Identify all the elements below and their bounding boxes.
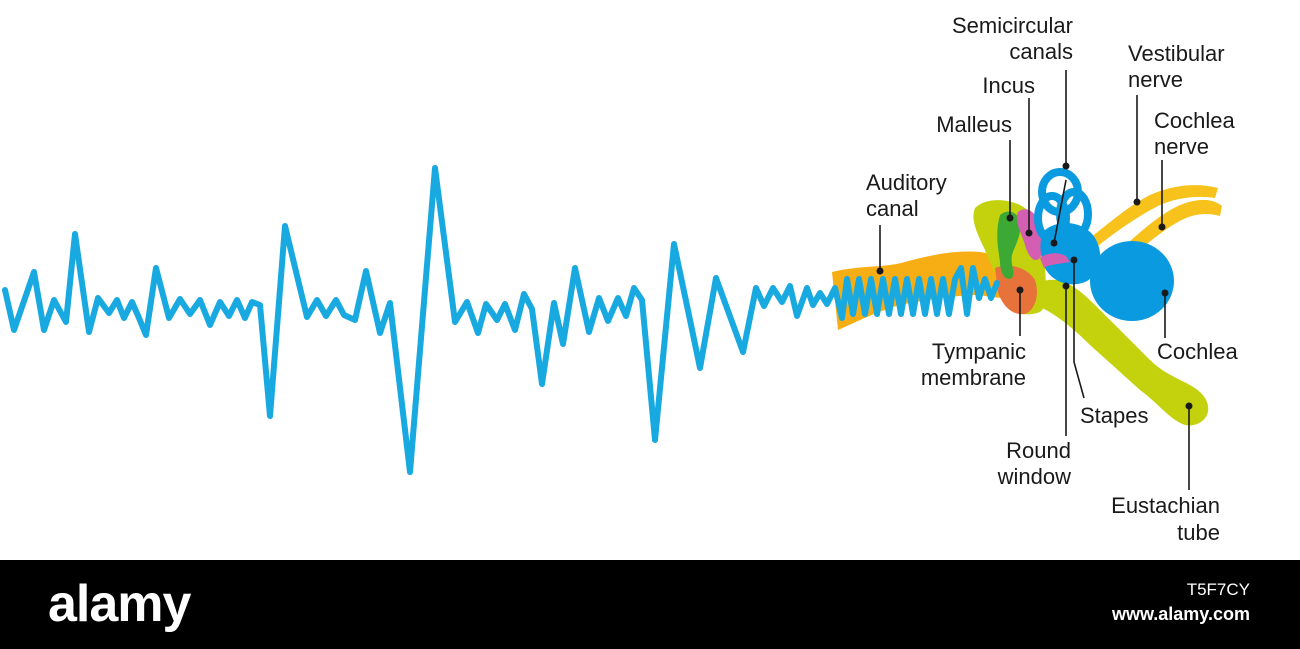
- tympanic-dot: [1016, 286, 1024, 294]
- label-eustachian-tube-line1: Eustachian: [1111, 493, 1220, 518]
- vestibular-dot: [1133, 198, 1141, 206]
- site-url: www.alamy.com: [1111, 604, 1250, 624]
- alamy-logo: alamy: [48, 575, 191, 633]
- label-cochlea-nerve-line2: nerve: [1154, 134, 1209, 159]
- auditory-dot: [876, 267, 884, 275]
- vestibular-nerve: [1090, 185, 1218, 246]
- stapes-dot: [1070, 256, 1078, 264]
- label-cochlea-nerve-line1: Cochlea: [1154, 108, 1235, 133]
- cochlea-dot: [1161, 289, 1169, 297]
- label-tympanic-membrane-line2: membrane: [921, 365, 1026, 390]
- image-id: T5F7CY: [1186, 580, 1250, 599]
- labels: Semicircular canals Vestibular nerve Inc…: [866, 13, 1238, 545]
- semicircular-dot: [1062, 162, 1070, 170]
- label-incus: Incus: [982, 73, 1035, 98]
- label-vestibular-nerve-line1: Vestibular: [1128, 41, 1225, 66]
- label-vestibular-nerve-line2: nerve: [1128, 67, 1183, 92]
- semicircular-dot-2: [1050, 239, 1058, 247]
- label-semicircular-canals-line1: Semicircular: [952, 13, 1073, 38]
- malleus-dot: [1006, 214, 1014, 222]
- eustachian-dot: [1185, 402, 1193, 410]
- label-auditory-canal-line2: canal: [866, 196, 919, 221]
- label-malleus: Malleus: [936, 112, 1012, 137]
- label-eustachian-tube-line2: tube: [1177, 520, 1220, 545]
- leader-lines: [876, 70, 1193, 490]
- malleus: [997, 211, 1021, 279]
- label-round-window-line2: window: [997, 464, 1071, 489]
- incus-dot: [1025, 229, 1033, 237]
- label-stapes: Stapes: [1080, 403, 1149, 428]
- stapes: [1040, 253, 1070, 268]
- label-cochlea: Cochlea: [1157, 339, 1238, 364]
- label-auditory-canal-line1: Auditory: [866, 170, 947, 195]
- cochlea-shape: [1090, 241, 1174, 321]
- eustachian-tube: [1035, 279, 1209, 426]
- cochlea-nerve-dot: [1158, 223, 1166, 231]
- label-semicircular-canals-line2: canals: [1009, 39, 1073, 64]
- round-window-dot: [1062, 282, 1070, 290]
- sound-wave: [2, 165, 1000, 475]
- ear-diagram: Semicircular canals Vestibular nerve Inc…: [2, 13, 1238, 545]
- watermark-footer: alamy T5F7CY www.alamy.com: [0, 560, 1300, 649]
- tympanic-membrane: [995, 265, 1037, 315]
- label-round-window-line1: Round: [1006, 438, 1071, 463]
- label-tympanic-membrane-line1: Tympanic: [932, 339, 1026, 364]
